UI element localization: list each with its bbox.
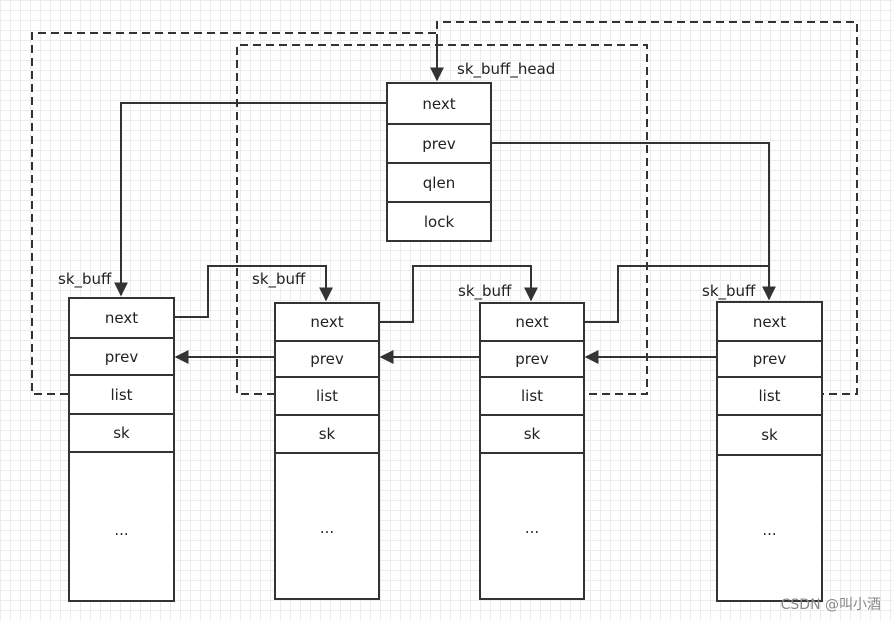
node1-title: sk_buff	[58, 270, 112, 288]
node2-field-sk: sk	[276, 416, 378, 454]
node2-ellipsis: ...	[319, 519, 335, 537]
node3-field-prev: prev	[481, 342, 583, 378]
node4-title: sk_buff	[702, 282, 756, 300]
node1-ellipsis: ...	[114, 521, 129, 539]
node2-title: sk_buff	[252, 270, 306, 288]
dashed-list-link-outer	[31, 21, 858, 395]
node3-field-list: list	[481, 378, 583, 416]
node1-field-next: next	[70, 299, 173, 339]
sk-buff-node-2: next prev list sk ...	[274, 302, 380, 600]
node2-field-list: list	[276, 378, 378, 416]
head-next-arrow	[114, 102, 386, 297]
node2-next-arrow	[379, 265, 538, 323]
sk-buff-node-4: next prev list sk ...	[716, 301, 823, 602]
node4-field-next: next	[718, 303, 821, 342]
node1-next-arrow	[174, 265, 333, 318]
node1-field-sk: sk	[70, 415, 173, 453]
node4-field-list: list	[718, 378, 821, 416]
sk-buff-node-1: next prev list sk ...	[68, 297, 175, 602]
head-field-lock: lock	[423, 212, 455, 231]
node1-field-prev: prev	[70, 339, 173, 376]
node3-field-sk: sk	[481, 416, 583, 454]
sk-buff-head-box: next prev qlen lock	[386, 82, 492, 242]
head-title: sk_buff_head	[457, 60, 556, 78]
node4-field-sk: sk	[718, 416, 821, 456]
node3-field-next: next	[481, 304, 583, 342]
node3-ellipsis: ...	[524, 519, 540, 537]
node2-field-prev: prev	[276, 342, 378, 378]
node3-next-arrow	[584, 265, 769, 323]
node3-title: sk_buff	[458, 282, 512, 300]
head-prev-arrow	[491, 142, 776, 301]
node1-field-list: list	[70, 376, 173, 415]
head-field-qlen: qlen	[388, 164, 490, 203]
sk-buff-node-3: next prev list sk ...	[479, 302, 585, 600]
node4-field-prev: prev	[718, 342, 821, 378]
head-field-prev: prev	[388, 125, 490, 164]
node4-ellipsis: ...	[762, 521, 777, 539]
node2-field-next: next	[276, 304, 378, 342]
watermark: CSDN @叫小酒	[780, 597, 881, 613]
head-field-next: next	[388, 84, 490, 125]
dashed-list-link-inner	[236, 44, 648, 395]
